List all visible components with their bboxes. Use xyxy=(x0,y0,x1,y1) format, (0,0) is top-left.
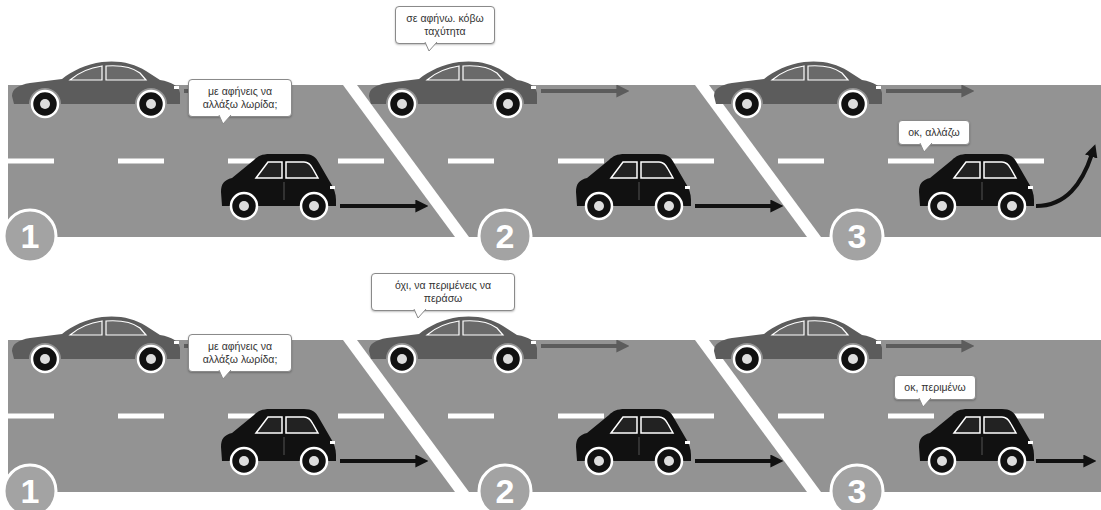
speech-text: όχι, να περιμένεις να περάσω xyxy=(381,279,505,305)
step-label: 1 xyxy=(2,208,58,264)
step-label: 3 xyxy=(829,208,885,264)
speech-bubble: οκ, περιμένω xyxy=(894,375,976,400)
straight-arrow xyxy=(1036,459,1086,463)
bubble-tail xyxy=(920,143,934,153)
bubble-tail xyxy=(919,398,933,408)
speech-bubble: όχι, να περιμένεις να περάσω xyxy=(371,273,515,311)
speech-text: σε αφήνω. κόβω ταχύτητα xyxy=(405,12,485,38)
step-number: 1 xyxy=(2,208,58,264)
step-number: 2 xyxy=(477,208,533,264)
speech-bubble: οκ, αλλάζω xyxy=(898,120,970,145)
step-label: 2 xyxy=(477,463,533,510)
speech-text: οκ, περιμένω xyxy=(904,381,966,394)
speech-bubble: με αφήνεις να αλλάξω λωρίδα; xyxy=(188,79,292,117)
lane-change-arrow xyxy=(1036,154,1092,206)
bubble-tail xyxy=(219,115,233,125)
speech-text: οκ, αλλάζω xyxy=(908,126,960,139)
step-label: 1 xyxy=(2,463,58,510)
step-label: 2 xyxy=(477,208,533,264)
speech-bubble: με αφήνεις να αλλάξω λωρίδα; xyxy=(188,334,292,372)
road-row xyxy=(8,316,1101,492)
step-number: 1 xyxy=(2,463,58,510)
step-number: 3 xyxy=(829,208,885,264)
bubble-tail xyxy=(414,309,428,319)
speech-text: με αφήνεις να αλλάξω λωρίδα; xyxy=(198,340,282,366)
step-number: 3 xyxy=(829,463,885,510)
road-row xyxy=(8,61,1101,237)
step-number: 2 xyxy=(477,463,533,510)
speech-text: με αφήνεις να αλλάξω λωρίδα; xyxy=(198,85,282,111)
speech-bubble: σε αφήνω. κόβω ταχύτητα xyxy=(395,6,495,44)
bubble-tail xyxy=(219,370,233,380)
bubble-tail xyxy=(425,42,439,52)
step-label: 3 xyxy=(829,463,885,510)
